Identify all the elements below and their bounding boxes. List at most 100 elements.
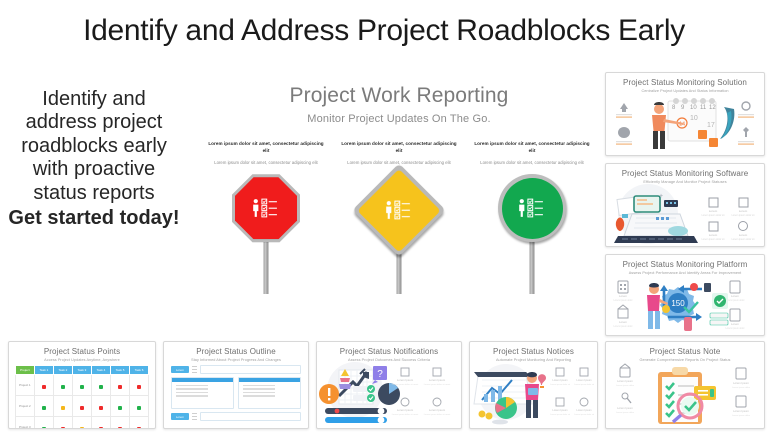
status-dot-green — [41, 406, 46, 410]
status-dot-red — [98, 406, 103, 410]
status-dot-red — [41, 385, 46, 389]
status-dot-green — [98, 385, 103, 389]
svg-text:Lorem: Lorem — [709, 209, 718, 213]
svg-text:Lorem: Lorem — [709, 233, 718, 237]
card-monitoring-software[interactable]: Project Status Monitoring Software Effic… — [605, 163, 765, 247]
status-cell — [52, 374, 73, 396]
table-row-label: Project 3 — [14, 416, 35, 428]
svg-text:Lorem ipsum dolor sit: Lorem ipsum dolor sit — [550, 413, 570, 416]
outline-top-pill[interactable]: Lorem — [171, 366, 189, 373]
outline-bottom-bar[interactable] — [199, 412, 301, 421]
svg-text:Lorem: Lorem — [619, 320, 628, 324]
card-title: Project Status Note — [649, 347, 721, 356]
status-cell — [90, 416, 112, 428]
status-dot-red — [98, 427, 103, 428]
sign-stop — [206, 174, 326, 295]
table-row: Project 3 — [14, 416, 150, 428]
sign-go — [472, 174, 592, 295]
outline-bottom-row: Lorem — [171, 412, 301, 421]
center-panel-subtitle: Monitor Project Updates On The Go. — [307, 113, 491, 125]
status-dot-green — [118, 406, 123, 410]
card-subtitle: Efficiently Manage And Monitor Project S… — [643, 180, 727, 184]
svg-text:Lorem ipsum dolor sit amet: Lorem ipsum dolor sit amet — [424, 413, 451, 416]
status-cell — [109, 374, 131, 396]
table-column-header: Task 1 — [33, 365, 54, 375]
table-row: Project 1 — [14, 374, 150, 396]
svg-text:+: + — [659, 193, 663, 200]
sign-post — [529, 208, 535, 295]
card-monitoring-platform[interactable]: Project Status Monitoring Platform Asses… — [605, 254, 765, 336]
status-dot-amber — [79, 427, 84, 428]
outline-bottom-pill[interactable]: Lorem — [171, 413, 189, 420]
status-dot-red — [137, 427, 142, 428]
svg-text:Lorem ipsum dolor sit: Lorem ipsum dolor sit — [732, 238, 755, 241]
svg-text:Lorem ipsum dolor: Lorem ipsum dolor — [616, 384, 634, 387]
status-cell — [52, 416, 73, 428]
promo-cta: Get started today! — [8, 206, 180, 229]
table-column-header: Task 2 — [52, 365, 73, 375]
outline-column[interactable] — [171, 377, 234, 409]
person-checklist-icon — [519, 198, 543, 218]
status-cell — [129, 416, 150, 428]
status-cell — [33, 416, 54, 428]
card-status-notices[interactable]: Project Status Notices Automate Project … — [469, 341, 598, 429]
list-glyph-icon — [191, 366, 197, 373]
status-cell — [71, 395, 92, 417]
sign-heading: Lorem ipsum dolor sit amet, consectetur … — [474, 141, 590, 153]
svg-text:11: 11 — [700, 105, 707, 111]
table-column-header: Task 6 — [129, 365, 150, 375]
svg-text:Lorem Ipsum: Lorem Ipsum — [397, 378, 414, 382]
svg-text:Lorem: Lorem — [739, 233, 748, 237]
status-cell — [33, 395, 54, 417]
promo-text-block: Identify and address project roadblocks … — [4, 88, 184, 230]
card-illustration: ? — [317, 362, 461, 426]
card-status-note[interactable]: Project Status Note Generate Comprehensi… — [605, 341, 765, 429]
promo-body: Identify and address project roadblocks … — [21, 88, 167, 204]
card-title: Project Status Monitoring Solution — [623, 78, 747, 87]
svg-text:Lorem ipsum dolor sit: Lorem ipsum dolor sit — [702, 238, 725, 241]
svg-text:Lorem Ipsum: Lorem Ipsum — [429, 408, 446, 412]
table-column-header: Project — [14, 365, 35, 375]
outline-columns — [171, 377, 301, 409]
card-title: Project Status Notices — [493, 347, 574, 356]
status-dot-red — [118, 427, 123, 428]
card-status-notifications[interactable]: Project Status Notifications Assess Proj… — [316, 341, 462, 429]
person-checklist-icon — [386, 200, 410, 220]
card-title: Project Status Outline — [196, 347, 276, 356]
svg-text:Lorem Ipsum: Lorem Ipsum — [733, 381, 749, 385]
svg-text:Lorem ipsum dolor: Lorem ipsum dolor — [725, 327, 744, 330]
status-cell — [90, 395, 112, 417]
svg-text:Lorem: Lorem — [739, 209, 748, 213]
svg-text:Lorem Ipsum: Lorem Ipsum — [552, 408, 567, 412]
road-sign-group: Lorem ipsum dolor sit amet, consectetur … — [200, 141, 598, 295]
svg-text:9: 9 — [681, 105, 685, 111]
card-subtitle: Automate Project Monitoring And Reportin… — [495, 358, 572, 362]
svg-text:12: 12 — [709, 105, 716, 111]
svg-text:Lorem ipsum dolor: Lorem ipsum dolor — [732, 414, 750, 417]
table-row-label: Project 2 — [14, 395, 35, 417]
svg-text:10: 10 — [690, 115, 698, 122]
sign-caution — [339, 163, 459, 295]
outline-lines — [172, 382, 233, 402]
svg-text:Lorem ipsum dolor sit amet: Lorem ipsum dolor sit amet — [392, 383, 419, 386]
outline-column[interactable] — [238, 377, 301, 409]
card-monitoring-solution[interactable]: Project Status Monitoring Solution Centr… — [605, 72, 765, 156]
card-status-points[interactable]: Project Status Points Access Project Upd… — [8, 341, 156, 429]
card-status-outline[interactable]: Project Status Outline Stay Informed Abo… — [163, 341, 309, 429]
outline-top-bar[interactable] — [199, 365, 301, 374]
outline-column-head — [239, 378, 300, 382]
card-title: Project Status Notifications — [339, 347, 439, 356]
status-dot-red — [137, 385, 142, 389]
svg-text:Lorem Ipsum: Lorem Ipsum — [552, 378, 567, 382]
sign-body: Lorem ipsum dolor sit amet, consectetur … — [480, 159, 584, 165]
page-title: Identify and Address Project Roadblocks … — [83, 14, 685, 47]
